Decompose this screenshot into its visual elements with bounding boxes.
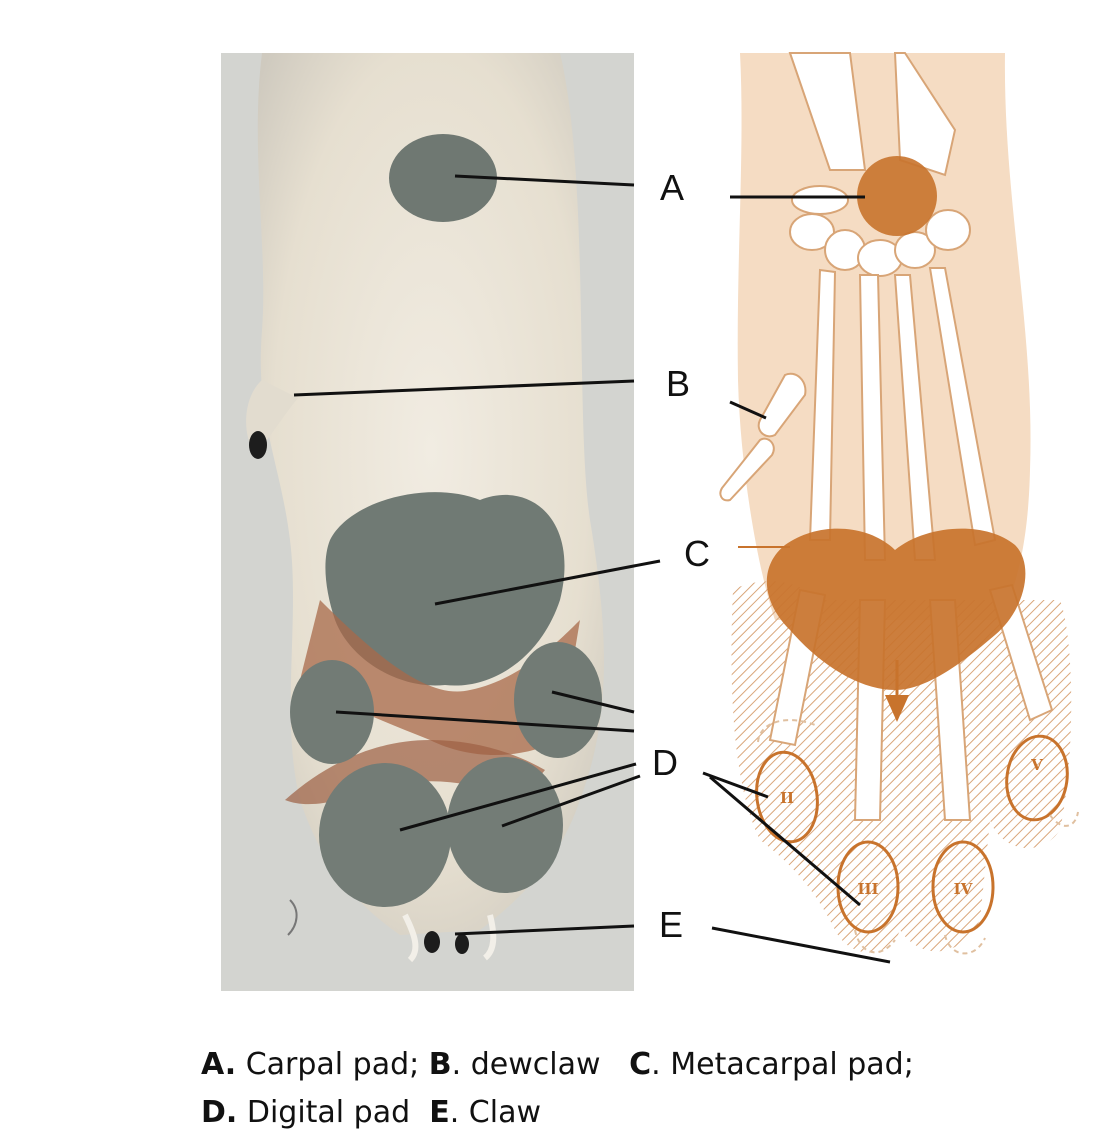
illustration-dewclaw-bones: [719, 372, 807, 502]
legend-e-text: . Claw: [449, 1095, 542, 1130]
legend-e-key: E: [429, 1095, 450, 1130]
illustration-claw-outlines: [757, 719, 1079, 955]
legend-c-text: . Metacarpal pad;: [651, 1047, 914, 1082]
illustration-metacarpal-pad: [766, 528, 1026, 690]
leader-e-illustration: [711, 926, 891, 964]
legend-c-key: C: [629, 1047, 652, 1082]
paw-photo: [221, 53, 634, 991]
leader-d-photo-4: [501, 774, 641, 828]
digit-iii-label: III: [857, 880, 878, 898]
label-b: B: [665, 363, 690, 404]
leader-d-illustration-1: [702, 771, 769, 799]
legend-line-1: A. Carpal pad; B. dewclaw C. Metacarpal …: [201, 1050, 914, 1080]
legend-line-2: D. Digital pad E. Claw: [201, 1098, 541, 1128]
illustration-force-arrow: [885, 660, 909, 722]
photo-dewclaw-nail: [249, 431, 267, 459]
photo-reddish-fur: [300, 600, 580, 755]
digit-numerals: II III IV V: [780, 756, 1043, 898]
digit-v-label: V: [1030, 756, 1043, 774]
photo-digital-pad-left: [290, 660, 374, 764]
leader-c-photo: [434, 559, 661, 606]
legend-d-key: D.: [201, 1095, 238, 1130]
leader-e-photo: [454, 924, 635, 936]
photo-metacarpal-pad: [325, 492, 565, 686]
label-a: A: [659, 167, 684, 208]
legend-a-key: A.: [201, 1047, 237, 1082]
leader-d-photo-1: [551, 690, 635, 714]
illustration-carpals: [789, 185, 971, 277]
label-d: D: [652, 742, 678, 783]
illustration-radius: [788, 52, 867, 171]
digital-pad-iv: [931, 840, 995, 934]
photo-digital-pad-lower-left: [319, 763, 451, 907]
illustration-digital-pads: [755, 734, 1069, 934]
legend-b-key: B: [428, 1047, 452, 1082]
photo-claw-1: [424, 931, 440, 953]
leader-a-photo: [454, 174, 635, 187]
photo-claw-2: [455, 934, 469, 954]
paw-illustration: II III IV V: [719, 52, 1079, 955]
legend-d-text: Digital pad: [237, 1095, 430, 1130]
digit-iv-label: IV: [954, 880, 973, 898]
illustration-leader-lines: [702, 195, 891, 964]
label-c: C: [684, 533, 710, 574]
photo-leader-lines: [293, 174, 661, 936]
label-e: E: [658, 904, 683, 945]
leader-b-illustration: [729, 400, 767, 420]
photo-carpal-pad: [389, 134, 497, 222]
illustration-metacarpals: [808, 267, 997, 561]
digit-ii-label: II: [780, 789, 794, 807]
illustration-carpal-pad: [857, 156, 937, 236]
leader-d-illustration-2: [709, 775, 861, 907]
leader-b-photo: [293, 379, 635, 397]
digital-pad-ii: [755, 750, 819, 844]
legend-a-text: Carpal pad;: [236, 1047, 429, 1082]
digital-pad-v: [1005, 734, 1069, 822]
illustration-hatched-toes: [731, 581, 1072, 953]
leader-d-photo-3: [399, 762, 637, 832]
legend-b-text: . dewclaw: [451, 1047, 630, 1082]
leader-d-photo-2: [335, 710, 635, 733]
